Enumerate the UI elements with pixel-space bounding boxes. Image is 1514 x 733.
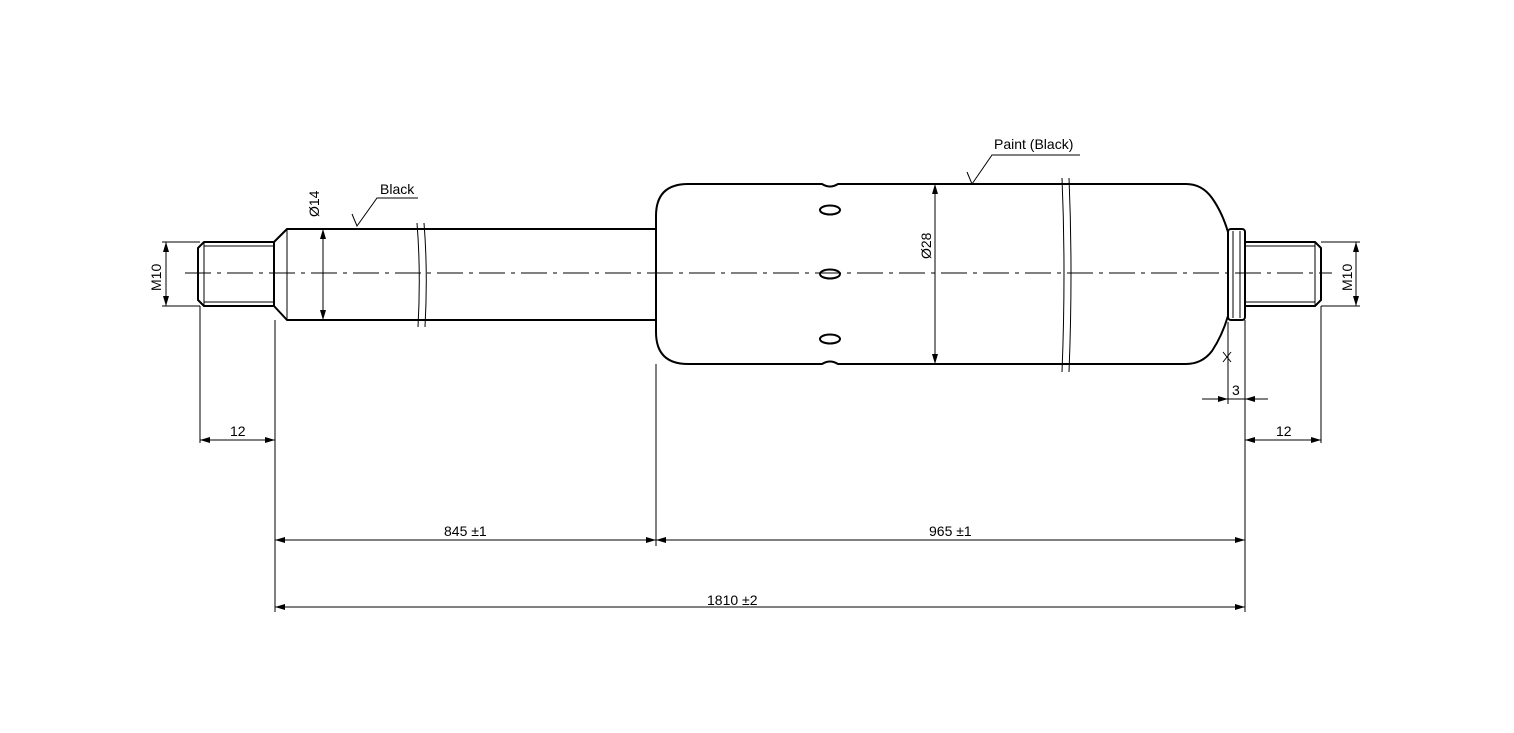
rod-length-dimension: 845 ±1 — [275, 523, 656, 543]
right-thread-label: M10 — [1339, 264, 1355, 291]
body-diameter-dimension: Ø28 — [918, 184, 938, 364]
end-fitting — [1227, 228, 1246, 321]
rod-finish-label: Black — [380, 181, 415, 197]
right-thread-length-label: 12 — [1276, 423, 1292, 439]
overall-length-dimension: 1810 ±2 — [275, 592, 1245, 610]
end-gap-label: 3 — [1232, 382, 1240, 398]
body-finish-label: Paint (Black) — [994, 136, 1073, 152]
left-thread-length-label: 12 — [230, 423, 246, 439]
overall-length-label: 1810 ±2 — [707, 592, 758, 608]
crimp-oval-middle — [819, 268, 841, 280]
left-thread-dimension: M10 — [148, 241, 200, 307]
rod-length-label: 845 ±1 — [444, 523, 487, 539]
end-gap-dimension: 3 — [1202, 382, 1268, 402]
right-thread-length-dimension: 12 — [1245, 423, 1321, 443]
piston-rod — [273, 222, 657, 328]
left-threaded-stud — [197, 241, 275, 307]
rod-finish-callout: Black — [351, 181, 418, 228]
crimp-oval-bottom — [819, 333, 841, 345]
body-finish-callout: Paint (Black) — [966, 136, 1080, 186]
body-diameter-label: Ø28 — [918, 232, 934, 259]
cylinder-body — [655, 177, 1229, 373]
right-thread-dimension: M10 — [1321, 241, 1360, 307]
left-thread-label: M10 — [148, 264, 164, 291]
right-threaded-stud — [1244, 241, 1322, 307]
rod-diameter-label: Ø14 — [306, 190, 322, 217]
rod-diameter-dimension: Ø14 — [306, 190, 326, 320]
extension-lines — [199, 306, 1322, 612]
body-length-dimension: 965 ±1 — [656, 523, 1245, 543]
left-thread-length-dimension: 12 — [200, 423, 275, 443]
crimp-oval-top — [819, 204, 841, 216]
body-length-label: 965 ±1 — [929, 523, 972, 539]
